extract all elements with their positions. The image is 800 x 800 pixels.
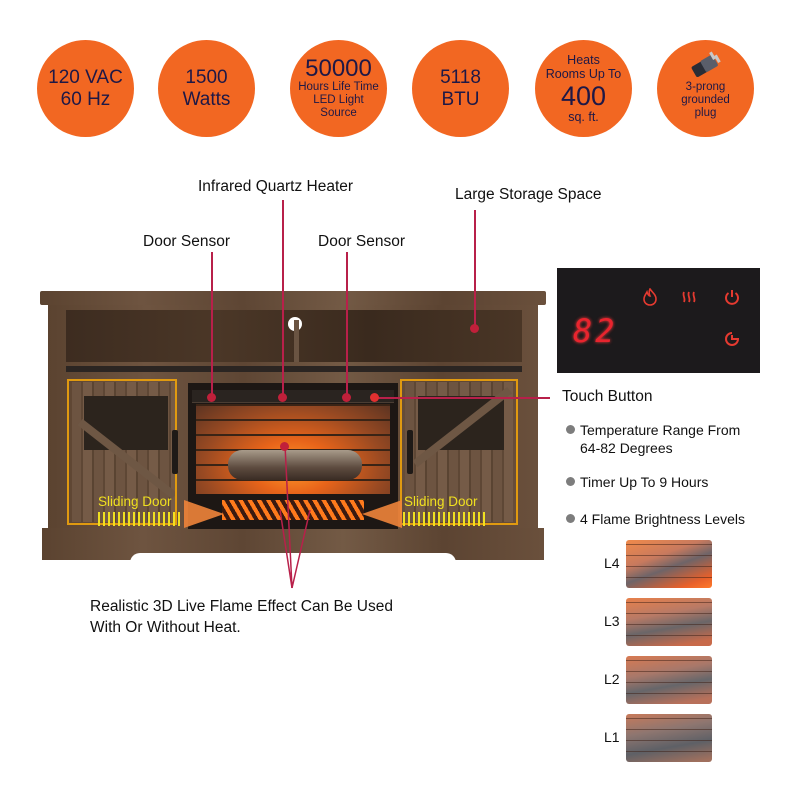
dot-infrared — [278, 393, 287, 402]
spec-led-life-line3: Source — [320, 107, 357, 120]
feature-temperature-line1: Temperature Range From — [580, 422, 741, 438]
flame-level-thumb-l4 — [626, 540, 712, 588]
leader-door-sensor-right — [346, 252, 348, 397]
leader-flame-effect — [279, 444, 311, 589]
leader-touch-button — [375, 397, 550, 399]
arrow-right-door-icon — [362, 500, 402, 528]
spec-wattage-unit: Watts — [182, 88, 231, 110]
sliding-door-stripes-right — [403, 512, 487, 526]
spec-btu-unit: BTU — [441, 88, 480, 110]
spec-wattage: 1500 Watts — [158, 40, 255, 137]
flame-level-label-l4: L4 — [604, 555, 620, 571]
label-door-sensor-left: Door Sensor — [143, 233, 231, 250]
bullet-icon — [566, 425, 575, 434]
bullet-icon — [566, 477, 575, 486]
leader-door-sensor-left — [211, 252, 213, 397]
base-cutout — [130, 553, 456, 563]
feature-flame-levels: 4 Flame Brightness Levels — [566, 510, 745, 528]
flame-level-thumb-l3 — [626, 598, 712, 646]
sliding-door-label-left: Sliding Door — [98, 494, 172, 509]
flame-level-label-l3: L3 — [604, 613, 620, 629]
spec-voltage: 120 VAC 60 Hz — [37, 40, 134, 137]
feature-temperature-line2: 64-82 Degrees — [580, 440, 673, 457]
ember-bed — [222, 500, 364, 520]
label-storage-space: Large Storage Space — [455, 186, 602, 203]
feature-timer: Timer Up To 9 Hours — [566, 473, 708, 491]
arrow-left-door-icon — [184, 500, 224, 528]
power-icon[interactable] — [723, 288, 741, 306]
label-door-sensor-right: Door Sensor — [318, 233, 406, 250]
dot-door-sensor-left — [207, 393, 216, 402]
spec-plug: 3-prong grounded plug — [657, 40, 754, 137]
spec-plug-line3: plug — [694, 107, 717, 120]
flame-caption-line1: Realistic 3D Live Flame Effect Can Be Us… — [90, 598, 393, 615]
spec-room-size-line1: Heats — [567, 52, 600, 67]
spec-led-life-line1: Hours Life Time — [298, 80, 379, 93]
flame-level-label-l1: L1 — [604, 729, 620, 745]
spec-plug-line1: 3-prong — [685, 80, 726, 93]
leader-storage — [474, 210, 476, 325]
spec-wattage-value: 1500 — [185, 66, 228, 88]
spec-room-size: Heats Rooms Up To 400 sq. ft. — [535, 40, 632, 137]
flame-effect-caption: Realistic 3D Live Flame Effect Can Be Us… — [90, 597, 393, 639]
right-door-handle — [407, 430, 413, 474]
sliding-door-stripes-left — [98, 512, 182, 526]
bullet-icon — [566, 514, 575, 523]
spec-led-life-value: 50000 — [305, 54, 372, 82]
sliding-door-label-right: Sliding Door — [404, 494, 478, 509]
flame-icon[interactable] — [641, 288, 659, 306]
spec-led-life-line2: LED Light — [313, 93, 364, 106]
shelf-divider — [294, 320, 299, 362]
dot-flame-effect — [280, 442, 289, 451]
spec-room-size-unit: sq. ft. — [568, 109, 599, 124]
temperature-display: 82 — [573, 312, 618, 350]
logs — [228, 450, 362, 480]
touch-control-panel: 82 — [557, 268, 760, 373]
flame-level-thumb-l2 — [626, 656, 712, 704]
feature-temperature-range: Temperature Range From 64-82 Degrees — [566, 421, 740, 457]
label-touch-button: Touch Button — [562, 388, 653, 405]
spec-room-size-value: 400 — [560, 80, 607, 111]
feature-flame-levels-text: 4 Flame Brightness Levels — [580, 511, 745, 527]
heat-icon[interactable] — [680, 288, 698, 306]
flame-level-thumb-l1 — [626, 714, 712, 762]
dot-storage — [470, 324, 479, 333]
spec-room-size-line2: Rooms Up To — [545, 67, 622, 82]
feature-timer-text: Timer Up To 9 Hours — [580, 474, 709, 490]
leader-infrared — [282, 200, 284, 397]
spec-frequency-value: 60 Hz — [60, 88, 111, 110]
spec-btu: 5118 BTU — [412, 40, 509, 137]
spec-led-life: 50000 Hours Life Time LED Light Source — [290, 40, 387, 137]
timer-icon[interactable] — [723, 330, 741, 348]
door-rail — [66, 366, 522, 372]
plug-icon — [691, 51, 721, 77]
spec-plug-line2: grounded — [681, 93, 730, 106]
dot-door-sensor-right — [342, 393, 351, 402]
flame-caption-line2: With Or Without Heat. — [90, 618, 241, 636]
dot-touch-button — [370, 393, 379, 402]
label-infrared-heater: Infrared Quartz Heater — [198, 178, 354, 195]
stand-top — [40, 291, 546, 305]
spec-btu-value: 5118 — [440, 66, 481, 88]
left-door-handle — [172, 430, 178, 474]
spec-voltage-value: 120 VAC — [48, 66, 123, 88]
heater-bar — [192, 390, 394, 403]
flame-level-label-l2: L2 — [604, 671, 620, 687]
